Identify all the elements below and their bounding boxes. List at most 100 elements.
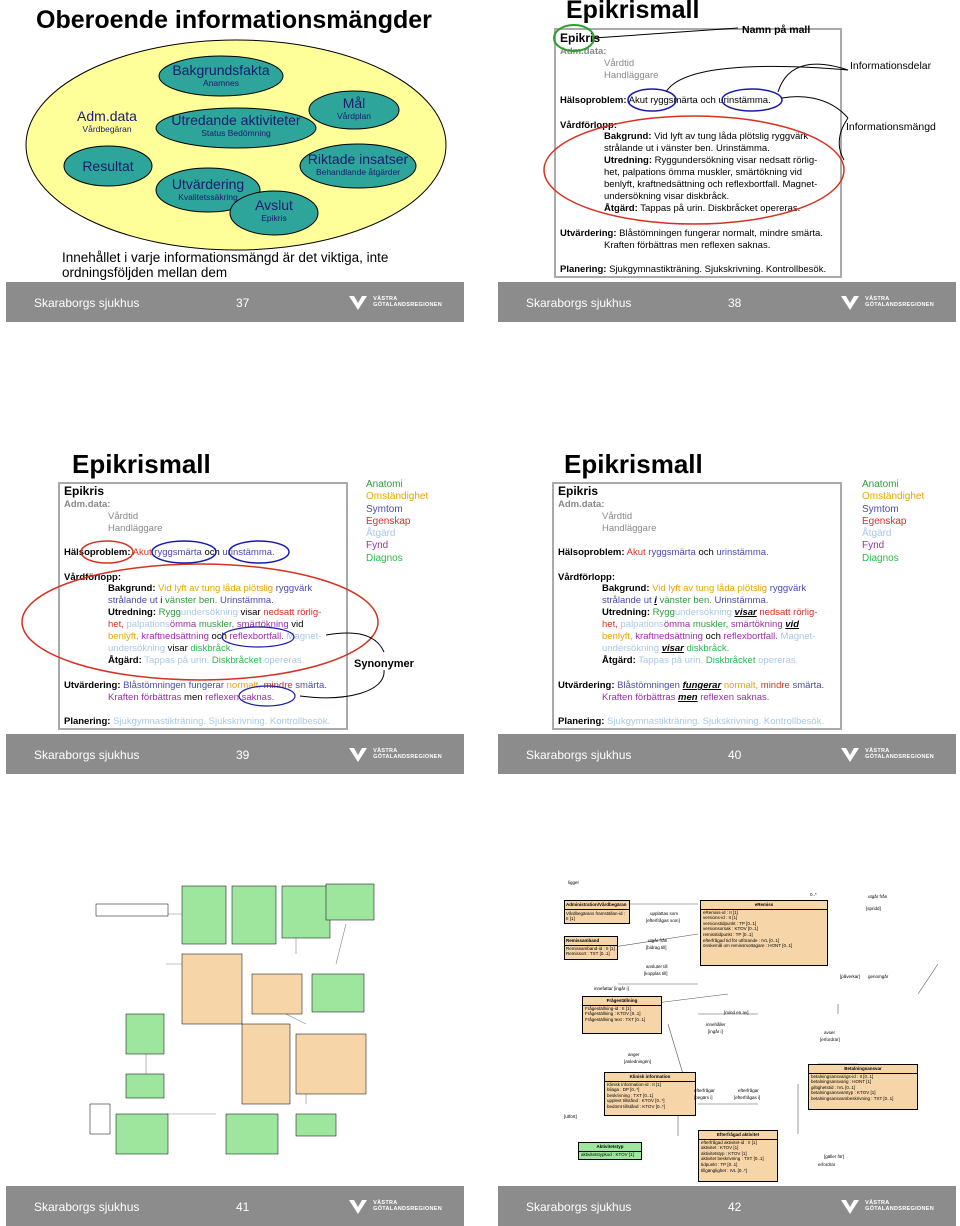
relation-label: upplattas som <box>650 911 679 916</box>
uml-box-betalningsansvar: Betalningsansvar betalningsansvarigs-id … <box>808 1064 918 1110</box>
uml-box-remissamband: Remissamband Remissamband-id : II [1] Re… <box>564 936 618 960</box>
utredning-line3: benlyft, kraftnedsättning och reflexbort… <box>604 179 818 190</box>
template-frame <box>552 482 842 730</box>
vgr-logo-icon <box>349 1200 368 1214</box>
utvardering: Utvärdering: Blåstömningen fungerar norm… <box>560 228 823 239</box>
footer-hospital: Skaraborgs sjukhus <box>34 1200 140 1214</box>
relation-label: genomgår <box>868 974 889 979</box>
group-resultat: Resultat <box>82 158 134 174</box>
relation-label: [mind en av] <box>724 1010 749 1015</box>
template-frame <box>58 482 348 730</box>
slide-39: Epikrismall Epikris Adm.data: Vårdtid Ha… <box>6 452 464 774</box>
relation-label: avser <box>824 1030 836 1035</box>
relation-label: ligger <box>568 880 580 885</box>
vgr-logo-icon <box>841 748 860 762</box>
relation-label: utgår från <box>648 938 668 943</box>
synonymer-label: Synonymer <box>354 658 414 670</box>
uml-box-vardbegaran: Administration/Vårdbegäran Vårdbegärans … <box>564 900 630 924</box>
halsoproblem: Hälsoproblem: Akut ryggsmärta och urinst… <box>560 95 771 106</box>
utvardering-line2: Kraften förbättras men reflexen saknas. <box>602 692 770 703</box>
relation-label: [spridd] <box>866 906 881 911</box>
bakgrund-line2: strålande ut i vänster ben. Urinstämma. <box>602 595 769 606</box>
legend-egenskap: Egenskap <box>366 515 411 527</box>
annotation-namn: Namn på mall <box>742 24 811 36</box>
slide-title: Oberoende informationsmängder <box>36 6 432 34</box>
relation-label: [efterfrågas som] <box>646 918 680 923</box>
legend-fynd: Fynd <box>366 540 389 552</box>
legend: Anatomi Omständighet Symtom Egenskap Åtg… <box>862 479 924 565</box>
adm-data: Adm.data: <box>64 499 111 510</box>
relation-label: [efterfrågas i] <box>734 1095 761 1100</box>
uml-box-klinisk-information: Klinisk information Klinisk information-… <box>604 1072 696 1116</box>
footer-hospital: Skaraborgs sjukhus <box>526 748 632 762</box>
bakgrund: Bakgrund: Vid lyft av tung låda plötslig… <box>602 583 807 594</box>
relation-label: [utfört] <box>564 1114 577 1119</box>
legend-symtom: Symtom <box>366 503 403 515</box>
slide-title: Epikrismall <box>72 452 211 479</box>
relation-label: utgår från <box>868 894 888 899</box>
epikris-heading: Epikris <box>558 484 599 498</box>
halsoproblem: Hälsoproblem: Akut ryggsmärta och urinst… <box>64 547 275 558</box>
utredning-line2: het, palpations ömma muskler, smärtöknin… <box>604 167 803 178</box>
bakgrund-line2: strålande ut i vänster ben. Urinstämma. <box>108 595 274 606</box>
epikris-heading: Epikris <box>560 31 601 45</box>
footer-hospital: Skaraborgs sjukhus <box>526 1200 632 1214</box>
vardtid: Vårdtid <box>602 511 633 522</box>
vardforlopp: Vårdförlopp: <box>558 572 615 583</box>
adm-data: Adm.data: <box>558 499 605 510</box>
relation-label: [bidrag till] <box>646 945 667 950</box>
epikris-heading: Epikris <box>64 484 105 498</box>
relation-label: [anledningen] <box>624 1059 652 1064</box>
slide-number: 41 <box>236 1200 250 1214</box>
legend-symtom: Symtom <box>862 503 899 515</box>
vgr-logo-icon <box>841 1200 860 1214</box>
multiplicity-label: 0..* <box>810 892 817 897</box>
relation-label: [kopplas till] <box>644 971 668 976</box>
slide-38: Epikrismall Epikris Adm.data: Vårdtid Ha… <box>498 0 956 322</box>
utredning-line2: het, palpationsömma muskler, smärtökning… <box>602 619 799 630</box>
bakgrund-line2: strålande ut i vänster ben. Urinstämma. <box>604 143 770 154</box>
slide-number: 40 <box>728 748 742 762</box>
relation-label: innehåller <box>706 1022 726 1027</box>
slide-number: 37 <box>236 296 250 310</box>
handlaggare: Handläggare <box>604 70 659 81</box>
atgard: Åtgärd: Tappas på urin. Diskbråcket oper… <box>602 655 799 666</box>
legend-atgard: Åtgärd <box>366 528 396 540</box>
handlaggare: Handläggare <box>602 523 657 534</box>
vgr-logo-icon <box>349 296 368 310</box>
relation-label: [ingår i] <box>708 1029 723 1034</box>
relation-label: [begärs i] <box>694 1095 713 1100</box>
utredning: Utredning: Ryggundersökning visar nedsat… <box>602 607 818 618</box>
utvardering-line2: Kraften förbättras men reflexen saknas. <box>604 240 771 251</box>
utredning-line3: benlyft, kraftnedsättning och reflexbort… <box>602 631 816 642</box>
relation-label: erfordrar <box>818 1162 836 1167</box>
legend-anatomi: Anatomi <box>862 479 899 490</box>
planering: Planering: Sjukgymnastikträning. Sjukskr… <box>64 716 331 727</box>
vardforlopp: Vårdförlopp: <box>560 120 617 131</box>
footer-hospital: Skaraborgs sjukhus <box>34 296 140 310</box>
uml-box-efterfragad-aktivitet: Efterfrågad aktivitet efterfrågad aktivi… <box>698 1130 778 1182</box>
planering: Planering: Sjukgymnastikträning. Sjukskr… <box>560 264 827 275</box>
adm-data: Adm.data: <box>560 46 607 57</box>
legend-diagnos: Diagnos <box>366 552 403 564</box>
footer-hospital: Skaraborgs sjukhus <box>34 748 140 762</box>
vgr-logo-icon <box>349 748 368 762</box>
bakgrund: Bakgrund: Vid lyft av tung låda plötslig… <box>108 583 313 594</box>
